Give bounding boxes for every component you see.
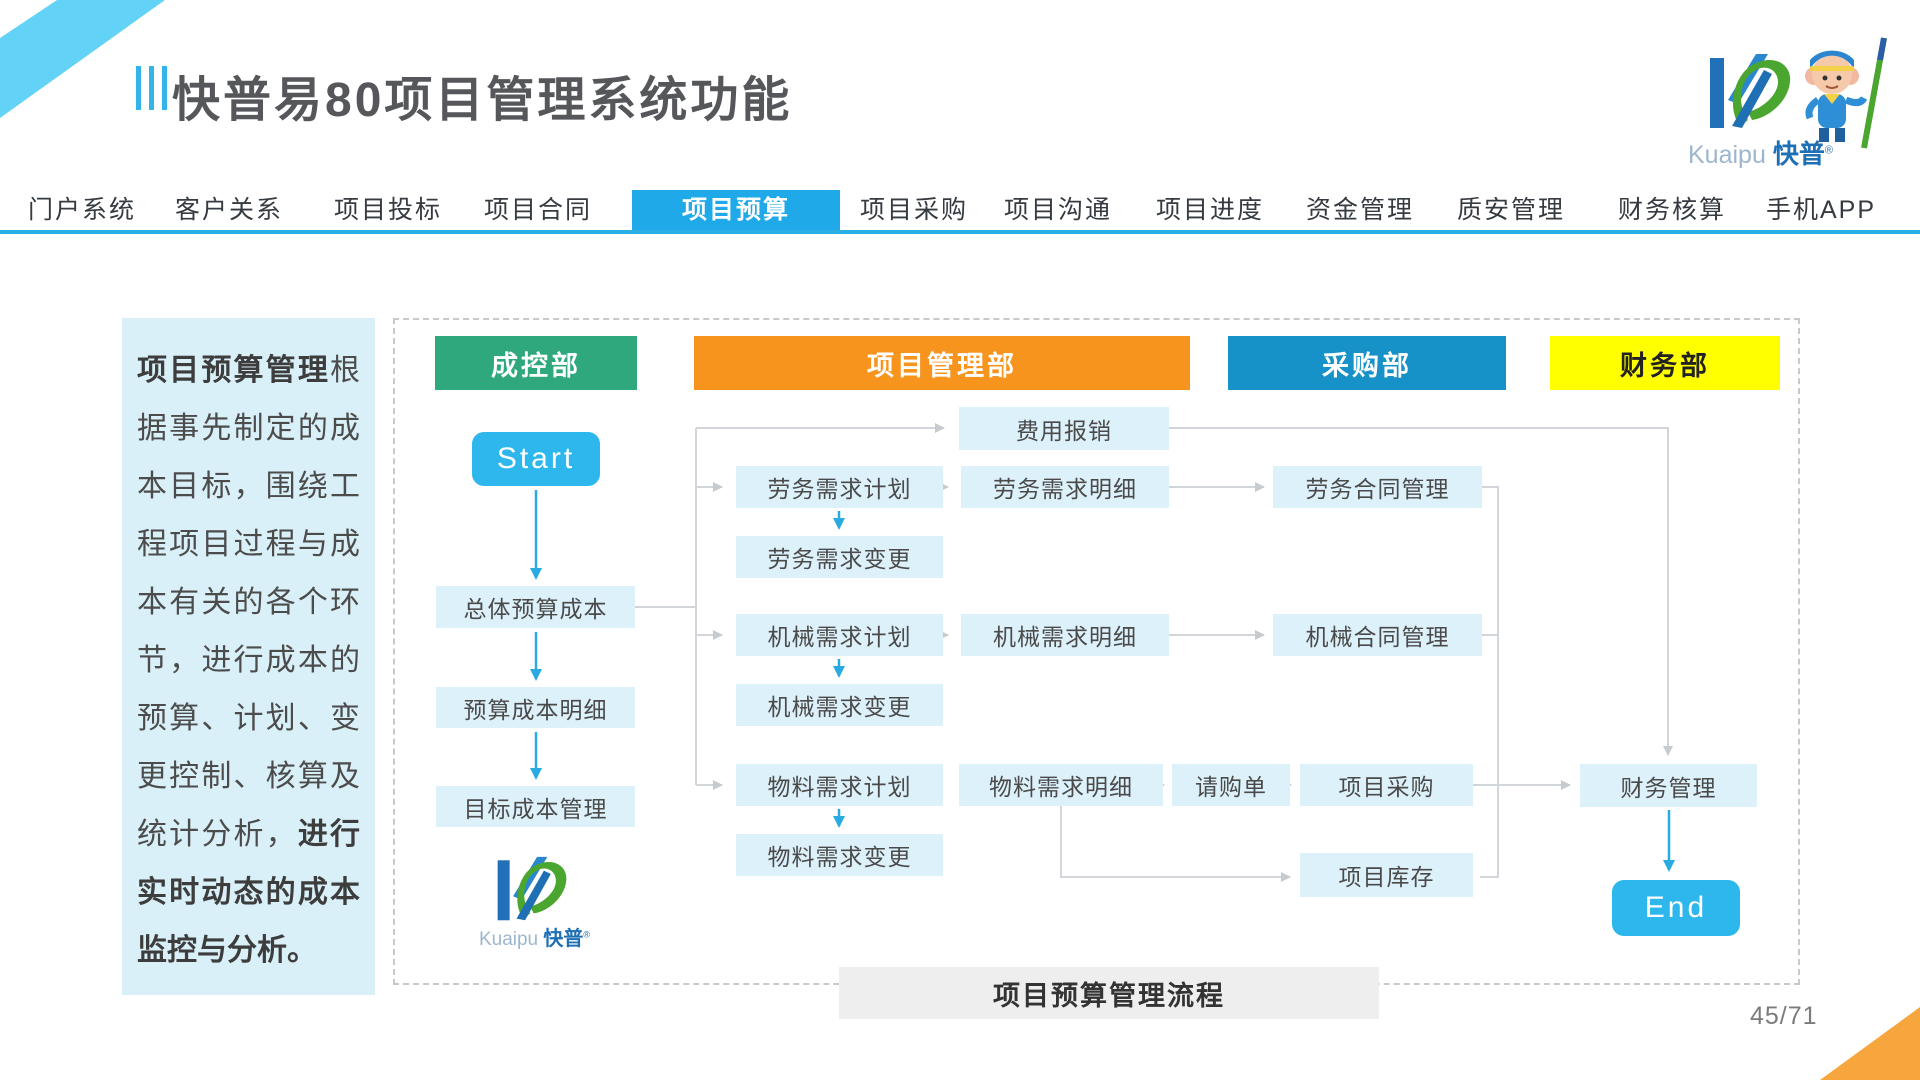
flow-node-budget-detail: 预算成本明细 [436, 687, 635, 728]
tab-accounting[interactable]: 财务核算 [1618, 196, 1727, 224]
description-bold-tail: 进行实时动态的成本监控与分析。 [137, 818, 361, 967]
tab-budget-active[interactable]: 项目预算 [632, 190, 840, 230]
page-title: 快普易80项目管理系统功能 [172, 74, 793, 127]
tab-portal[interactable]: 门户系统 [28, 196, 137, 224]
dept-header-cost-control: 成控部 [435, 336, 637, 390]
brand-logo: Kuaipu 快普® [1688, 30, 1908, 170]
flow-node-machine-contract: 机械合同管理 [1273, 614, 1482, 656]
bottom-right-triangle [1820, 1007, 1920, 1080]
title-accent-bars-icon [136, 66, 167, 110]
tab-contract[interactable]: 项目合同 [484, 196, 593, 224]
dept-header-project-mgmt: 项目管理部 [694, 336, 1190, 390]
flow-node-finance: 财务管理 [1580, 764, 1757, 807]
kuaipu-logo-small-icon [497, 856, 567, 921]
dept-header-purchasing: 采购部 [1228, 336, 1506, 390]
flow-node-material-detail: 物料需求明细 [959, 764, 1163, 806]
description-bold-lead: 项目预算管理 [137, 354, 330, 387]
flowchart-logo-wordmark: Kuaipu 快普® [478, 928, 591, 950]
flow-node-purchase-request: 请购单 [1172, 764, 1290, 806]
tab-bar-underline [0, 230, 1920, 234]
tab-funds[interactable]: 资金管理 [1306, 196, 1415, 224]
flow-node-project-inventory: 项目库存 [1300, 853, 1473, 897]
flow-node-labor-contract: 劳务合同管理 [1273, 466, 1482, 508]
kuaipu-logo-icon [1710, 37, 1887, 149]
page-number: 45/71 [1750, 1002, 1818, 1030]
tab-communication[interactable]: 项目沟通 [1004, 196, 1113, 224]
flow-node-project-purchase: 项目采购 [1300, 764, 1473, 806]
dept-header-finance: 财务部 [1550, 336, 1780, 390]
tab-bidding[interactable]: 项目投标 [334, 196, 443, 224]
tab-purchase[interactable]: 项目采购 [860, 196, 969, 224]
flow-node-expense: 费用报销 [959, 407, 1169, 450]
flow-node-machine-plan: 机械需求计划 [736, 614, 943, 656]
tab-mobile-app[interactable]: 手机APP [1766, 196, 1877, 224]
tab-progress[interactable]: 项目进度 [1156, 196, 1265, 224]
description-body: 根据事先制定的成本目标，围绕工程项目过程与成本有关的各个环节，进行成本的预算、计… [137, 354, 360, 851]
flow-node-target-cost: 目标成本管理 [436, 786, 635, 827]
module-tab-bar: 门户系统 客户关系 项目投标 项目合同 项目预算 项目采购 项目沟通 项目进度 … [0, 190, 1920, 234]
flow-node-machine-detail: 机械需求明细 [961, 614, 1169, 656]
flow-node-material-change: 物料需求变更 [736, 834, 943, 876]
flow-node-labor-detail: 劳务需求明细 [961, 466, 1169, 508]
flow-node-labor-change: 劳务需求变更 [736, 536, 943, 578]
flow-node-labor-plan: 劳务需求计划 [736, 466, 943, 508]
flow-node-start: Start [472, 432, 600, 486]
description-panel: 项目预算管理根据事先制定的成本目标，围绕工程项目过程与成本有关的各个环节，进行成… [122, 318, 375, 995]
tab-crm[interactable]: 客户关系 [175, 196, 284, 224]
brand-wordmark: Kuaipu 快普® [1688, 139, 1833, 169]
flow-node-overall-budget: 总体预算成本 [436, 586, 635, 628]
flow-node-machine-change: 机械需求变更 [736, 684, 943, 726]
flowchart-logo: Kuaipu 快普® [462, 850, 607, 950]
flow-node-material-plan: 物料需求计划 [736, 764, 943, 806]
tab-quality[interactable]: 质安管理 [1457, 196, 1566, 224]
flowchart-caption: 项目预算管理流程 [839, 967, 1379, 1019]
flow-node-end: End [1612, 880, 1740, 936]
mascot-monkey-icon [1805, 37, 1887, 149]
